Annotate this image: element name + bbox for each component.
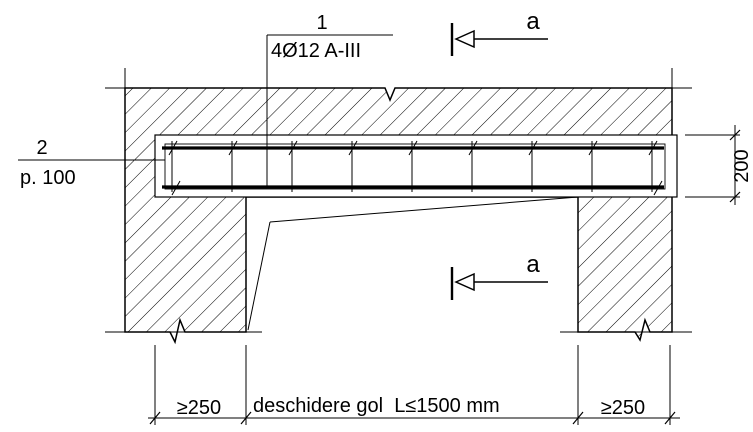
masonry-wall (124, 87, 673, 345)
opening-leader (247, 221, 271, 331)
section-marker-top (450, 23, 548, 56)
opening-dimension: deschidere gol L≤1500 mm (253, 395, 500, 417)
section-marker-bottom (450, 267, 548, 300)
section-label-bottom: a (526, 251, 540, 278)
bar-ticks (168, 140, 663, 196)
right-support-dimension: ≥250 (601, 397, 645, 419)
section-label-top: a (526, 8, 540, 35)
opening-leader-2 (269, 196, 579, 223)
extension-lines (105, 68, 740, 425)
mark1-spec: 4Ø12 A-III (271, 40, 361, 62)
height-dimension: 200 (731, 149, 753, 182)
left-support-dimension: ≥250 (177, 397, 221, 419)
mark1-number: 1 (316, 12, 327, 34)
dimension-ticks (149, 129, 741, 425)
mark2-spec: p. 100 (20, 167, 76, 189)
mark2-number: 2 (36, 137, 47, 159)
